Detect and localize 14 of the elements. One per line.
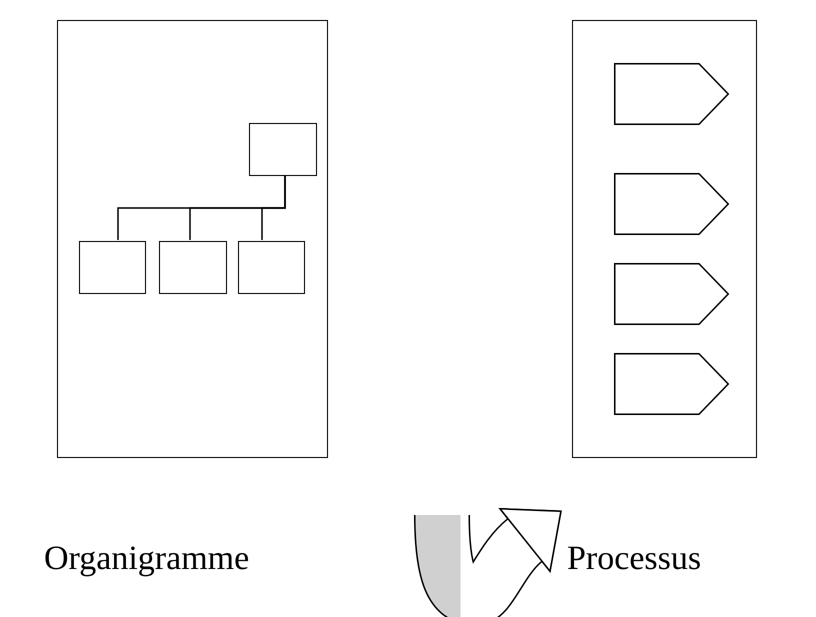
rectangle-box (249, 123, 317, 176)
rectangle-box (238, 241, 305, 294)
pentagon-shape (614, 63, 729, 125)
curved-block-arrow (414, 508, 560, 617)
pentagon-shape (614, 263, 729, 325)
rectangle-box (79, 241, 146, 294)
connector-line (261, 175, 286, 240)
pentagon-shape (614, 173, 729, 235)
rectangle-box (159, 241, 227, 294)
rectangle-box (57, 20, 328, 458)
label-text: Organigramme (44, 515, 415, 582)
rectangle-box (572, 20, 757, 458)
pentagon-shape (614, 353, 729, 415)
label-text: Processus (567, 515, 767, 582)
